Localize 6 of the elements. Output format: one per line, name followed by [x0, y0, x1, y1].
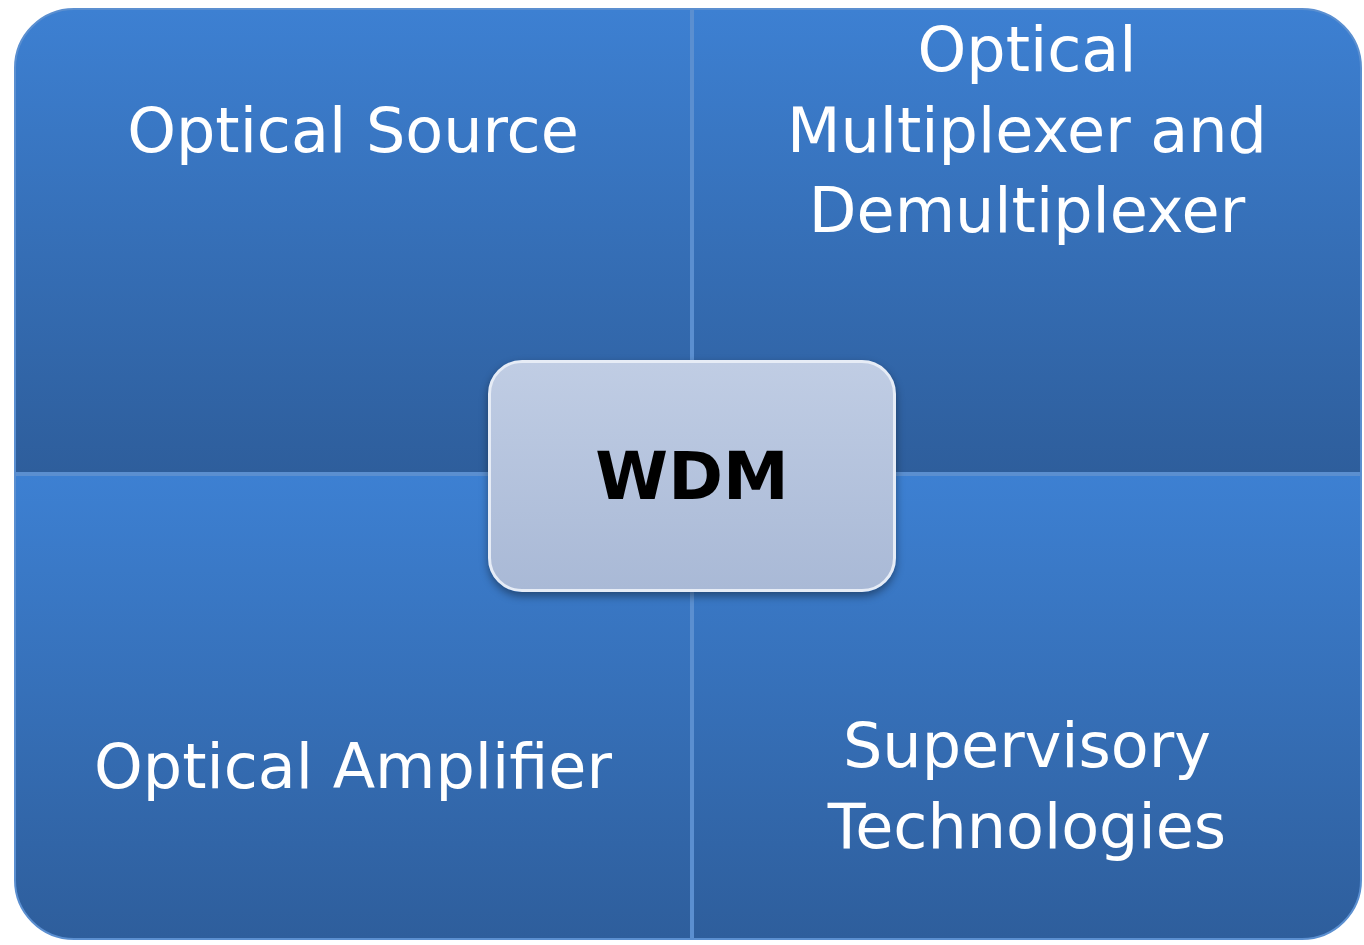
panel-label: Optical Amplifier: [94, 728, 612, 805]
panel-label: Supervisory Technologies: [826, 708, 1228, 865]
center-box: [488, 360, 896, 592]
panel-label: Optical Multiplexer and Demultiplexer: [786, 12, 1268, 250]
panel-label: Optical Source: [127, 92, 579, 169]
center-label: WDM: [595, 437, 789, 515]
